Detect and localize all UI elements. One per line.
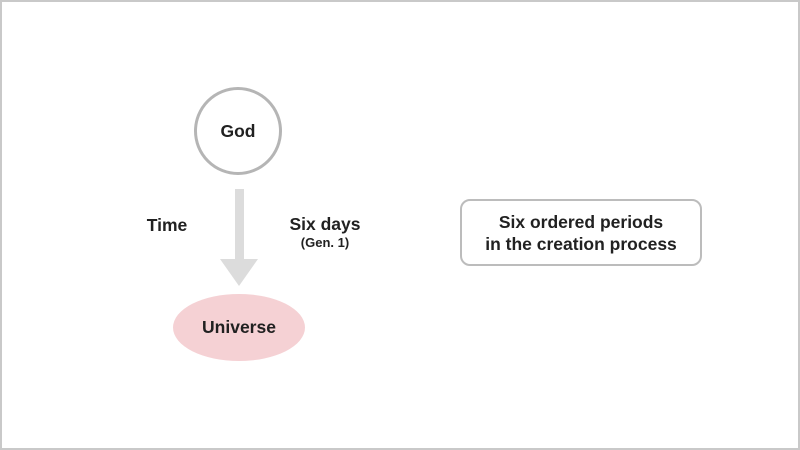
callout-line-2: in the creation process: [485, 233, 677, 254]
creation-periods-callout: Six ordered periods in the creation proc…: [460, 199, 702, 266]
god-node-label: God: [220, 120, 256, 141]
time-label: Time: [146, 215, 188, 235]
down-arrow-head-icon: [220, 259, 258, 286]
genesis-reference-label: (Gen. 1): [300, 235, 350, 250]
universe-node: Universe: [173, 294, 305, 361]
down-arrow-shaft: [235, 189, 244, 260]
god-node: God: [194, 87, 282, 175]
six-days-label: Six days: [289, 214, 361, 234]
universe-node-label: Universe: [202, 317, 276, 337]
duration-label-group: Six days (Gen. 1): [279, 213, 371, 251]
callout-line-1: Six ordered periods: [498, 211, 664, 232]
